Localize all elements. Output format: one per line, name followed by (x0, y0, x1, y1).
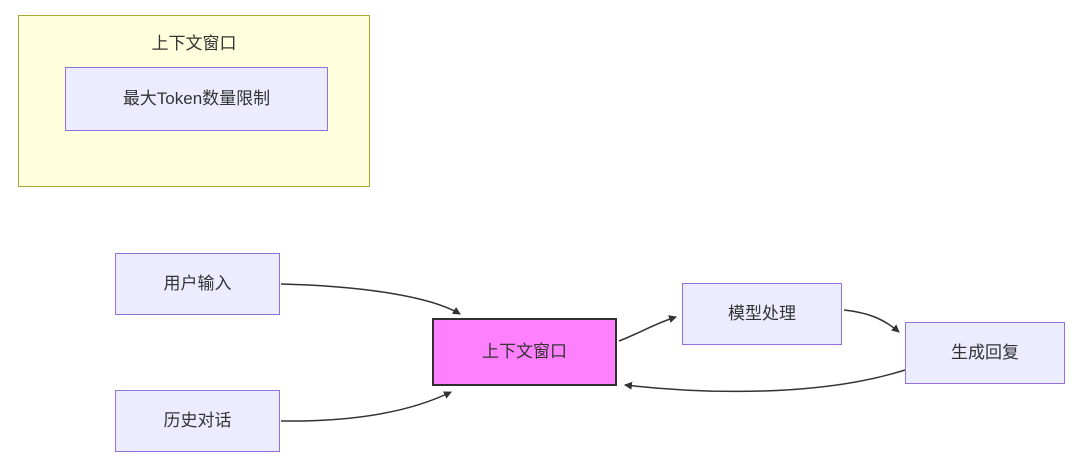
node-context-window: 上下文窗口 (432, 318, 617, 386)
edge-context-to-model (618, 315, 677, 342)
edge-user-input-to-context (280, 283, 461, 315)
node-user-input: 用户输入 (115, 253, 280, 315)
edge-model-to-reply (843, 309, 900, 333)
node-model-processing: 模型处理 (682, 283, 842, 345)
subgraph-title: 上下文窗口 (151, 34, 237, 53)
node-generate-reply: 生成回复 (905, 322, 1065, 384)
node-history-dialogue: 历史对话 (115, 390, 280, 452)
subgraph-context-window: 上下文窗口 最大Token数量限制 (18, 15, 370, 187)
edge-reply-to-context (624, 369, 906, 393)
edge-history-to-context (280, 391, 452, 422)
node-max-token-limit: 最大Token数量限制 (65, 67, 328, 131)
